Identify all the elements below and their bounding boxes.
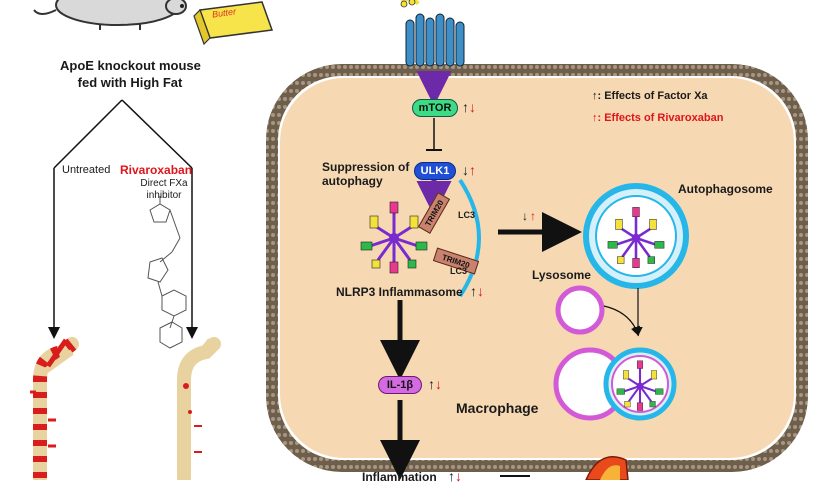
nlrp3-label: NLRP3 Inflammasome <box>336 285 463 299</box>
suppression-label-line2: autophagy <box>322 174 383 188</box>
split-line-right <box>121 99 193 169</box>
mouse-illustration <box>33 0 187 30</box>
plaque-icon <box>584 456 629 481</box>
ulk1-effect-arrows: ↓↑ <box>462 162 476 178</box>
effect-arrows-autophagy: ↓ <box>522 209 528 223</box>
autophagosome-label: Autophagosome <box>678 182 773 196</box>
mtor-node: mTOR <box>412 99 458 117</box>
legend-rivaroxaban-arrow: ↑ <box>592 112 598 124</box>
drug-desc-line2: inhibitor <box>146 190 182 201</box>
ulk1-node: ULK1 <box>414 162 456 180</box>
inflammation-effect-arrows: ↑↓ <box>448 468 462 484</box>
macrophage-label: Macrophage <box>456 400 539 416</box>
lc3-label-b: LC3 <box>450 266 468 276</box>
inflammation-label: Inflammation <box>362 470 437 484</box>
lysosome-label: Lysosome <box>532 268 591 282</box>
drug-desc-line1: Direct FXa <box>140 178 188 189</box>
nlrp3-effect-arrows: ↑↓ <box>470 283 484 299</box>
lc3-label-a: LC3 <box>458 210 476 220</box>
lysosome-icon <box>555 285 605 335</box>
mouse-label-line1: ApoE knockout mouse <box>60 58 201 73</box>
split-line-left <box>53 99 123 169</box>
rivaroxaban-structure-icon <box>147 196 187 349</box>
mouse-label-line2: fed with High Fat <box>77 75 183 90</box>
butter-icon <box>193 1 274 46</box>
il1b-effect-arrows: ↑↓ <box>428 376 442 392</box>
legend-factor-xa-text: : Effects of Factor Xa <box>597 90 708 102</box>
il1b-node: IL-1β <box>378 376 422 394</box>
legend-rivaroxaban: ↑: Effects of Rivaroxaban <box>592 112 723 124</box>
suppression-label-line1: Suppression of <box>322 160 410 174</box>
legend-factor-xa-arrow: ↑ <box>592 90 598 102</box>
legend-rivaroxaban-text: : Effects of Rivaroxaban <box>597 112 724 124</box>
mtor-effect-arrows: ↑↓ <box>462 99 476 115</box>
autolysosome-icon <box>553 347 677 421</box>
receptor-icon <box>400 0 465 67</box>
aorta-untreated <box>30 337 79 485</box>
effect-arrows-autophagy-red: ↑ <box>530 209 536 223</box>
aorta-treated <box>177 337 221 485</box>
untreated-label: Untreated <box>62 164 111 176</box>
drug-name: Rivaroxaban <box>120 163 193 177</box>
cell-membrane <box>266 64 808 472</box>
autophagosome-icon <box>583 183 689 289</box>
legend-factor-xa: ↑: Effects of Factor Xa <box>592 90 708 102</box>
phagophore-membrane <box>458 178 481 298</box>
